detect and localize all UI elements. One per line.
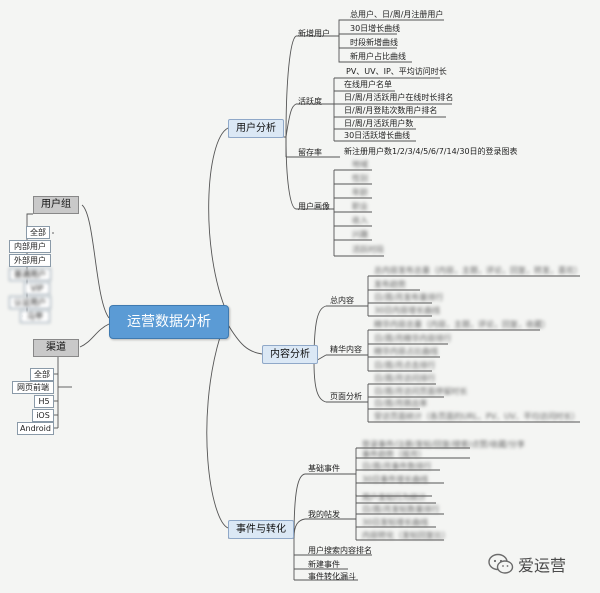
leaf-total-2: 日/周/月发布量排行 bbox=[374, 293, 444, 302]
topic-new-event[interactable]: 新建事件 bbox=[308, 560, 340, 569]
topic-featured-content[interactable]: 精华内容 bbox=[330, 345, 362, 354]
branch-event-conversion[interactable]: 事件与转化 bbox=[228, 520, 294, 539]
leaf-portrait-5: 兴趣 bbox=[352, 230, 368, 239]
channel-item-4[interactable]: Android bbox=[17, 422, 54, 435]
topic-my-posts[interactable]: 我的帖发 bbox=[308, 510, 340, 519]
leaf-featured-1: 日/周/月精华内容排行 bbox=[374, 334, 452, 343]
user-group-item-1[interactable]: 内部用户 bbox=[9, 240, 51, 253]
central-topic[interactable]: 运营数据分析 bbox=[109, 305, 229, 339]
leaf-total-3: 30日内容增长曲线 bbox=[374, 306, 441, 315]
leaf-activity-2: 日/周/月活跃用户在线时长排名 bbox=[344, 93, 454, 102]
branch-content-analysis[interactable]: 内容分析 bbox=[262, 345, 318, 364]
branch-user-analysis[interactable]: 用户分析 bbox=[228, 119, 284, 138]
topic-event-funnel[interactable]: 事件转化漏斗 bbox=[308, 572, 356, 581]
leaf-mypost-2: 30日发帖增长曲线 bbox=[362, 518, 429, 527]
topic-total-content[interactable]: 总内容 bbox=[330, 296, 354, 305]
leaf-portrait-4: 收入 bbox=[352, 216, 368, 225]
leaf-retention: 新注册用户数1/2/3/4/5/6/7/14/30日的登录图表 bbox=[344, 147, 518, 156]
channel-item-0[interactable]: 全部 bbox=[30, 368, 54, 381]
leaf-portrait-1: 性别 bbox=[352, 174, 368, 183]
topic-basic-events[interactable]: 基础事件 bbox=[308, 464, 340, 473]
leaf-activity-5: 30日活跃增长曲线 bbox=[344, 131, 411, 140]
leaf-mypost-3: 内容转化（发帖回复比） bbox=[362, 531, 450, 540]
leaf-basic-1: 事件趋势（按月） bbox=[362, 450, 426, 459]
leaf-basic-2: 日/周/月事件数排行 bbox=[362, 462, 432, 471]
leaf-basic-0: 登录事件/注册/发帖/回复/搜索/点赞/收藏/分享 bbox=[362, 440, 525, 449]
leaf-new-users-0: 总用户、日/周/月注册用户 bbox=[350, 10, 444, 19]
leaf-activity-3: 日/周/月登陆次数用户排名 bbox=[344, 106, 438, 115]
channel-item-3[interactable]: iOS bbox=[32, 409, 54, 422]
channel-item-2[interactable]: H5 bbox=[34, 395, 54, 408]
branch-channel[interactable]: 渠道 bbox=[33, 339, 79, 357]
leaf-activity-0: PV、UV、IP、平均访问时长 bbox=[346, 67, 447, 76]
leaf-total-1: 发布趋势 bbox=[374, 280, 406, 289]
leaf-activity-4: 日/周/月活跃用户数 bbox=[344, 119, 414, 128]
user-group-item-3[interactable]: 普通用户 bbox=[9, 268, 51, 281]
leaf-page-3: 受访页面统计（各页面的URL、PV、UV、平均访问时长） bbox=[374, 412, 580, 421]
leaf-page-0: 日/周/月访问排行 bbox=[374, 374, 436, 383]
user-group-item-4[interactable]: VIP bbox=[24, 282, 50, 295]
user-group-item-0[interactable]: 全部 bbox=[26, 226, 50, 239]
leaf-mypost-0: 用户发帖行为统计 bbox=[362, 493, 426, 502]
leaf-portrait-6: 活跃时段 bbox=[352, 245, 384, 254]
leaf-featured-3: 日/周/月点击排行 bbox=[374, 361, 436, 370]
brand-name: 爱运营 bbox=[518, 556, 567, 575]
leaf-portrait-0: 地域 bbox=[352, 160, 368, 169]
leaf-new-users-1: 30日增长曲线 bbox=[350, 24, 401, 33]
leaf-page-1: 日/周/月访问页面停留时长 bbox=[374, 387, 468, 396]
channel-item-1[interactable]: 网页前端 bbox=[12, 381, 54, 394]
user-group-item-5[interactable]: 认证用户 bbox=[9, 296, 51, 309]
user-group-item-6[interactable]: 马甲 bbox=[20, 310, 50, 323]
leaf-portrait-2: 年龄 bbox=[352, 188, 368, 197]
topic-page-analysis[interactable]: 页面分析 bbox=[330, 392, 362, 401]
topic-activity[interactable]: 活跃度 bbox=[298, 97, 322, 106]
leaf-mypost-1: 日/周/月发帖数量排行 bbox=[362, 505, 440, 514]
topic-retention[interactable]: 留存率 bbox=[298, 148, 322, 157]
leaf-new-users-2: 时段新增曲线 bbox=[350, 38, 398, 47]
wechat-icon bbox=[488, 553, 514, 574]
topic-user-portrait[interactable]: 用户画像 bbox=[298, 202, 330, 211]
leaf-featured-2: 精华内容占比曲线 bbox=[374, 347, 438, 356]
leaf-featured-0: 精华内容总量（内容，主题，评论，回复，收藏） bbox=[374, 320, 550, 329]
leaf-total-0: 总内容发布总量（内容，主题，评论，回复，转发，喜欢） bbox=[374, 266, 582, 275]
leaf-basic-3: 30日事件增长曲线 bbox=[362, 475, 429, 484]
topic-new-users[interactable]: 新增用户 bbox=[298, 29, 330, 38]
leaf-portrait-3: 职业 bbox=[352, 202, 368, 211]
branch-user-group[interactable]: 用户组 bbox=[33, 196, 79, 214]
brand-watermark: 爱运营 bbox=[488, 552, 566, 576]
leaf-activity-1: 在线用户名单 bbox=[344, 80, 392, 89]
leaf-page-2: 日/周/月跳出率 bbox=[374, 399, 428, 408]
leaf-new-users-3: 新用户占比曲线 bbox=[350, 52, 406, 61]
user-group-item-2[interactable]: 外部用户 bbox=[9, 254, 51, 267]
topic-search-ranking[interactable]: 用户搜索内容排名 bbox=[308, 546, 372, 555]
